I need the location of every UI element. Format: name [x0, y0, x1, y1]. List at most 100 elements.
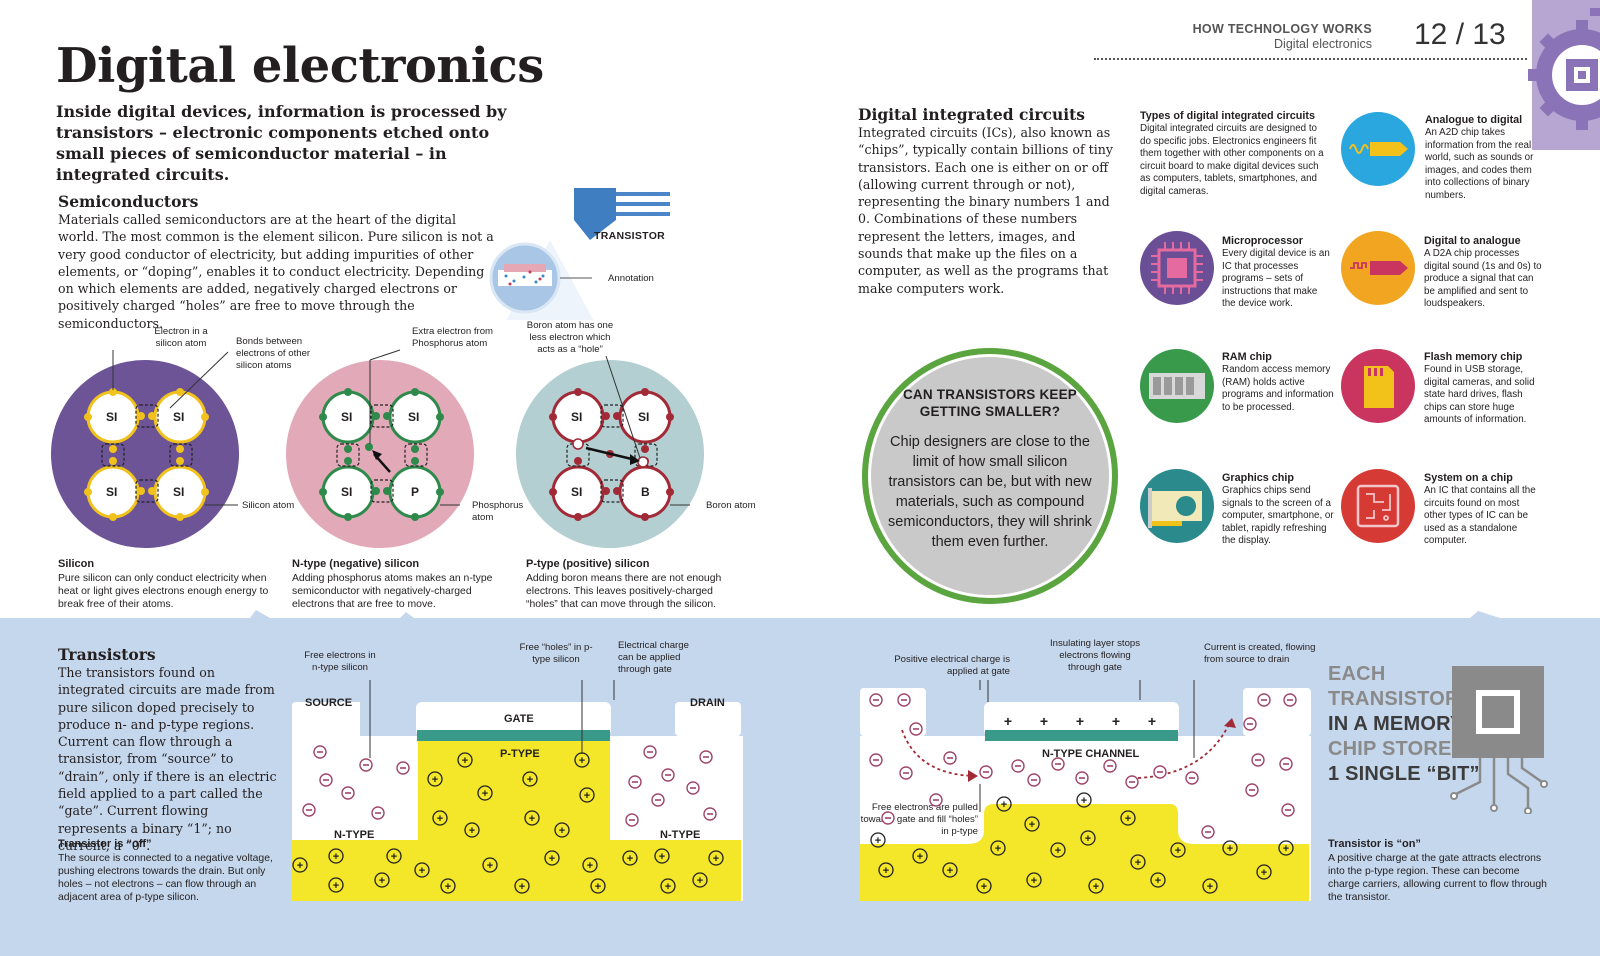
- svg-text:+: +: [391, 851, 397, 863]
- atom-b: B: [641, 485, 650, 499]
- transistor-label: TRANSISTOR: [594, 230, 666, 242]
- chip-title-a2d: Analogue to digital: [1425, 114, 1523, 126]
- each-line-5: 1 SINGLE “BIT”: [1328, 763, 1480, 785]
- page-numbers: 12 / 13: [1414, 18, 1506, 51]
- each-line-1: EACH: [1328, 663, 1386, 685]
- svg-text:+: +: [595, 881, 601, 893]
- transistor-on-diagram: + + + + +: [860, 680, 1311, 901]
- silicon-caption-text: Pure silicon can only conduct electricit…: [58, 573, 269, 610]
- on-caption-title: Transistor is “on”: [1328, 838, 1421, 850]
- svg-text:+: +: [1207, 881, 1213, 893]
- svg-text:+: +: [333, 851, 339, 863]
- each-line-4: CHIP STORES: [1328, 738, 1466, 760]
- ntype-caption-title: N-type (negative) silicon: [292, 558, 420, 570]
- digital-ics-body: Integrated circuits (ICs), also known as…: [858, 125, 1113, 296]
- digital-ics-heading: Digital integrated circuits: [858, 105, 1085, 124]
- svg-text:+: +: [981, 881, 987, 893]
- chip-text-d2a: A D2A chip processes digital sound (1s a…: [1424, 248, 1542, 310]
- svg-text:+: +: [1135, 857, 1141, 869]
- label-electron-in-silicon: Electron in a silicon atom: [154, 326, 208, 349]
- each-line-3: IN A MEMORY: [1328, 713, 1464, 735]
- header-dotted-rule: [1094, 58, 1534, 60]
- label-bonds: Bonds between electrons of other silicon…: [236, 336, 311, 371]
- svg-text:+: +: [559, 825, 565, 837]
- chip-text-ram: Random access memory (RAM) holds active …: [1222, 364, 1334, 413]
- types-intro-text: Digital integrated circuits are designed…: [1140, 123, 1324, 197]
- silicon-caption-title: Silicon: [58, 558, 95, 570]
- chip-text-microprocessor: Every digital device is an IC that proce…: [1222, 248, 1330, 310]
- page-title: Digital electronics: [56, 38, 544, 94]
- svg-text:+: +: [1093, 881, 1099, 893]
- svg-text:+: +: [549, 853, 555, 865]
- svg-text:+: +: [419, 865, 425, 877]
- each-transistor-fact: EACH TRANSISTOR IN A MEMORY CHIP STORES …: [1328, 662, 1508, 787]
- chip-text-flash: Found in USB storage, digital cameras, a…: [1424, 364, 1535, 426]
- atom-si: SI: [173, 410, 185, 424]
- current-created-label: Current is created, flowing from source …: [1204, 642, 1316, 665]
- transistor-graphic: [489, 188, 670, 320]
- svg-text:+: +: [445, 881, 451, 893]
- svg-text:+: +: [379, 875, 385, 887]
- svg-text:+: +: [469, 825, 475, 837]
- svg-text:+: +: [1001, 799, 1007, 811]
- atom-si: SI: [341, 410, 353, 424]
- svg-text:+: +: [529, 813, 535, 825]
- types-intro-title: Types of digital integrated circuits: [1140, 110, 1315, 122]
- svg-text:+: +: [587, 860, 593, 872]
- lattice-diagrams: [51, 349, 704, 548]
- free-electrons-label: Free electrons in n-type silicon: [304, 650, 376, 673]
- svg-text:+: +: [487, 860, 493, 872]
- on-charges: +++++ ++++++++ ++++++++: [869, 693, 1297, 894]
- svg-text:+: +: [527, 774, 533, 786]
- ptype-caption-title: P-type (positive) silicon: [526, 558, 650, 570]
- drain-label: DRAIN: [690, 697, 725, 709]
- atom-si: SI: [408, 410, 420, 424]
- off-charges: ++++++++++ ++++++++++ +++++++: [292, 745, 724, 894]
- free-holes-label: Free “holes” in p-type silicon: [519, 642, 593, 665]
- chip-type-icons: [1140, 112, 1415, 543]
- transistors-body: The transistors found on integrated circ…: [58, 665, 277, 853]
- label-boron-hole: Boron atom has one less electron which a…: [526, 320, 614, 355]
- bubble-title: CAN TRANSISTORS KEEP GETTING SMALLER?: [902, 387, 1078, 419]
- svg-text:+: +: [1040, 713, 1048, 729]
- svg-text:+: +: [437, 813, 443, 825]
- gate-label: GATE: [504, 713, 534, 725]
- svg-text:+: +: [1081, 795, 1087, 807]
- svg-text:+: +: [713, 853, 719, 865]
- label-boron-atom: Boron atom: [706, 500, 756, 511]
- source-label: SOURCE: [305, 697, 353, 709]
- transistors-panel: [0, 618, 1600, 956]
- svg-text:+: +: [584, 790, 590, 802]
- svg-text:+: +: [519, 881, 525, 893]
- svg-text:+: +: [1085, 833, 1091, 845]
- running-header-subsection: Digital electronics: [1274, 37, 1372, 51]
- svg-text:+: +: [1283, 843, 1289, 855]
- svg-text:+: +: [482, 788, 488, 800]
- svg-text:+: +: [1004, 713, 1012, 729]
- chip-title-ram: RAM chip: [1222, 351, 1272, 363]
- svg-text:+: +: [1112, 713, 1120, 729]
- insulating-layer-label: Insulating layer stops electrons flowing…: [1049, 638, 1141, 673]
- semiconductors-heading: Semiconductors: [58, 192, 199, 211]
- label-silicon-atom: Silicon atom: [242, 500, 295, 511]
- atom-si: SI: [571, 485, 583, 499]
- bubble-text: Chip designers are close to the limit of…: [888, 434, 1092, 550]
- each-line-2: TRANSISTOR: [1328, 688, 1460, 710]
- chip-title-soc: System on a chip: [1424, 472, 1513, 484]
- panel-torn-edge: [0, 610, 1600, 622]
- svg-text:+: +: [627, 853, 633, 865]
- svg-text:+: +: [1261, 867, 1267, 879]
- ptype-label: P-TYPE: [500, 748, 540, 760]
- atom-si: SI: [106, 485, 118, 499]
- ptype-caption-text: Adding boron means there are not enough …: [526, 573, 722, 610]
- svg-text:+: +: [1031, 875, 1037, 887]
- chip-title-d2a: Digital to analogue: [1424, 235, 1521, 247]
- cog-chip-icon: [1528, 0, 1600, 150]
- memory-chip-icon: [1450, 666, 1548, 814]
- svg-text:+: +: [665, 881, 671, 893]
- annotation-label: Annotation: [608, 273, 654, 284]
- smaller-transistors-bubble: CAN TRANSISTORS KEEP GETTING SMALLER? Ch…: [862, 348, 1118, 604]
- atom-si: SI: [341, 485, 353, 499]
- ntype-channel-label: N-TYPE CHANNEL: [1042, 748, 1140, 760]
- svg-text:+: +: [1029, 819, 1035, 831]
